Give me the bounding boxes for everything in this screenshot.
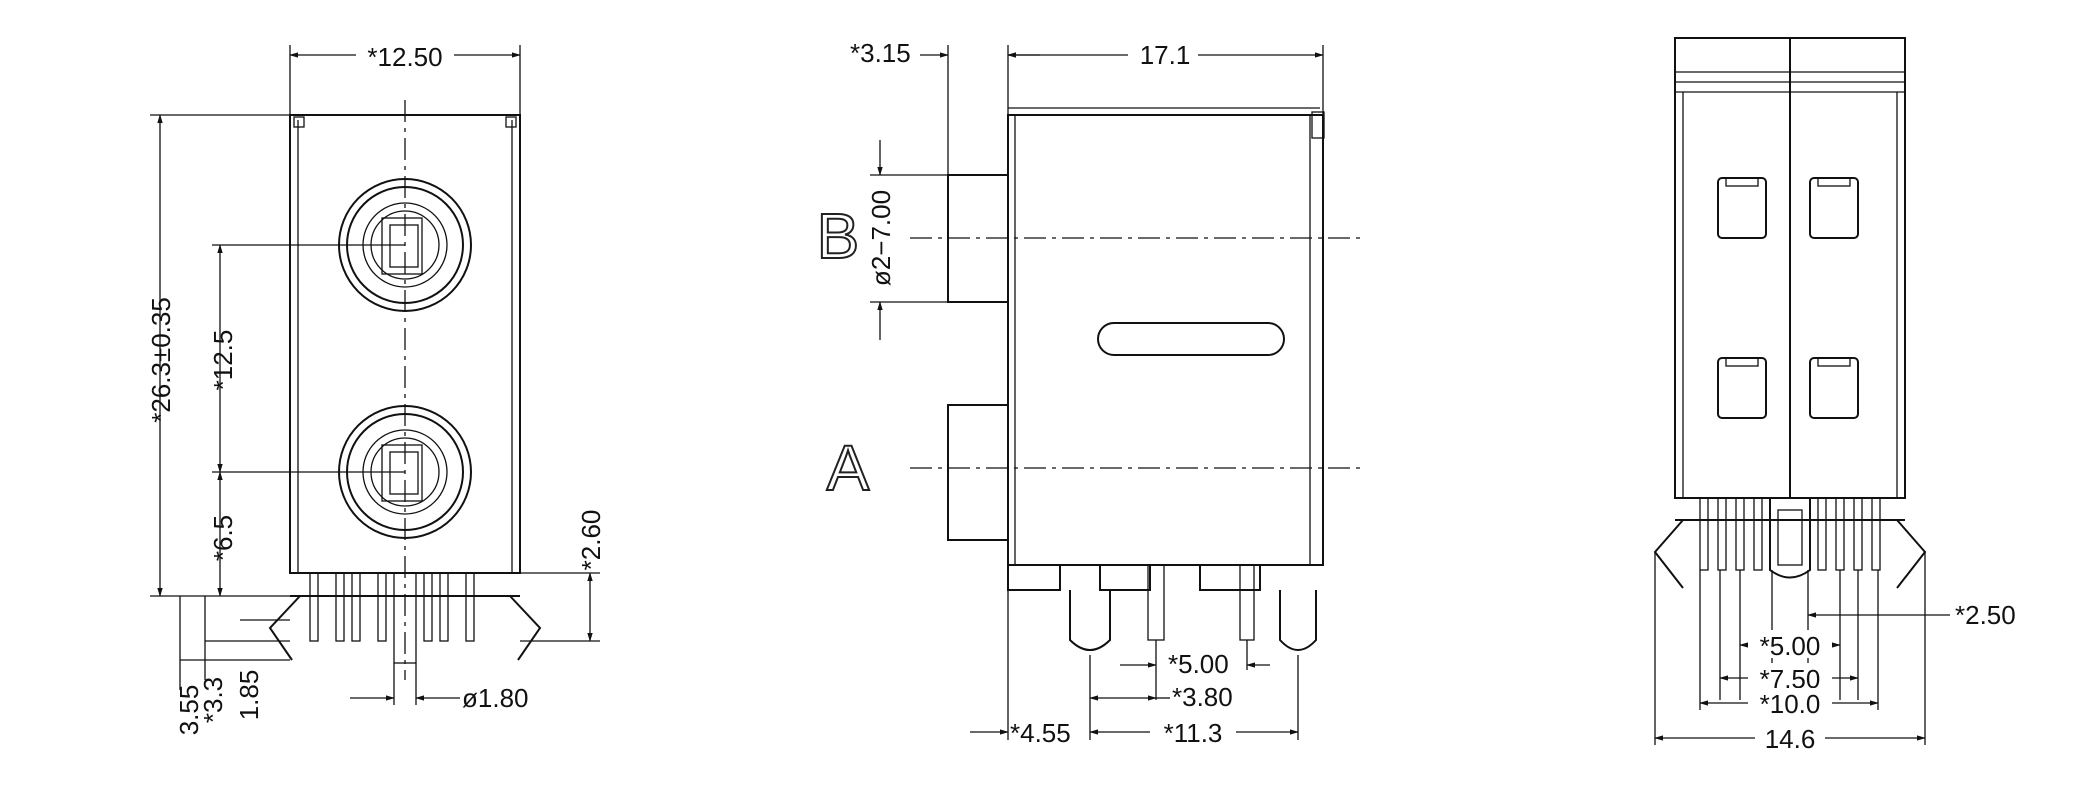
side-dim-3-80: *3.80 — [1172, 682, 1233, 712]
front-dim-2-60: *2.60 — [576, 510, 606, 571]
back-view: *2.50 *5.00 *7.50 *10.0 14.6 — [1653, 37, 2016, 754]
side-dim-11-3: *11.3 — [1164, 718, 1223, 748]
side-label-a: A — [827, 432, 870, 504]
front-view: *12.50 *26.3±0.35 *12.5 *6.5 *2.60 3.55 … — [146, 40, 606, 735]
front-pins — [268, 572, 542, 664]
side-dim-5-00: *5.00 — [1168, 649, 1229, 679]
back-width-dim: 14.6 — [1765, 724, 1816, 754]
side-dim-3-15: *3.15 — [850, 38, 911, 68]
side-boss-a — [947, 404, 1009, 541]
front-spacing-6-5-dim: *6.5 — [208, 515, 238, 561]
side-slot — [1097, 322, 1285, 356]
side-label-b: B — [817, 200, 860, 272]
front-pin-dia-dim: ø1.80 — [462, 683, 529, 713]
front-dim-3-55: 3.55 — [174, 685, 204, 736]
side-view: B A *3.15 17.1 ø2−7.00 *5.00 — [816, 38, 1360, 748]
back-dim-10-0: *10.0 — [1760, 689, 1821, 719]
side-hole-dia-dim: ø2−7.00 — [866, 190, 896, 286]
back-pins — [1653, 497, 1927, 589]
side-body-outline — [1007, 114, 1324, 566]
back-dim-2-50: *2.50 — [1955, 600, 2016, 630]
front-width-dim: *12.50 — [367, 42, 442, 72]
front-height-dim: *26.3±0.35 — [146, 297, 176, 423]
back-windows — [1717, 177, 1859, 419]
back-dim-5-00: *5.00 — [1760, 631, 1821, 661]
side-dim-4-55: *4.55 — [1010, 718, 1071, 748]
front-spacing-12-5-dim: *12.5 — [208, 330, 238, 391]
side-length-dim: 17.1 — [1140, 40, 1191, 70]
front-dim-3-3: *3.3 — [198, 677, 228, 723]
front-dim-1-85: 1.85 — [234, 670, 264, 721]
